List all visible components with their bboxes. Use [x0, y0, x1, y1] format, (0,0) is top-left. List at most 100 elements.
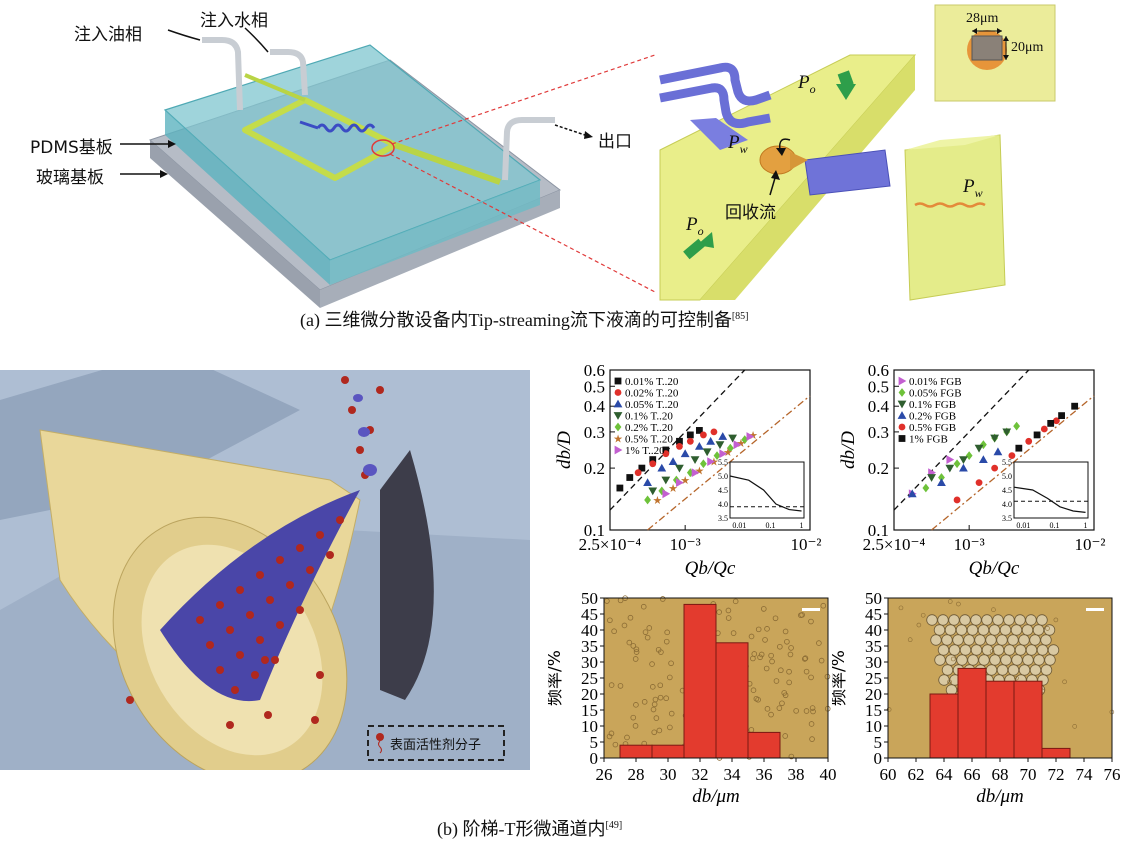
inset-x-label: 1	[1084, 521, 1088, 530]
droplet	[627, 614, 634, 621]
droplet	[612, 741, 619, 748]
droplet	[907, 637, 913, 643]
droplet	[753, 695, 760, 702]
x-tick-label: 62	[908, 765, 925, 784]
y-tick-label: 25	[581, 669, 598, 688]
droplet	[750, 655, 756, 662]
legend-marker	[614, 377, 622, 385]
data-point	[719, 449, 728, 459]
data-point	[690, 456, 700, 464]
data-point: ★	[736, 438, 746, 450]
y-tick-label: 50	[865, 590, 882, 608]
legend-label: 0.02% T..20	[625, 388, 679, 400]
droplet	[985, 664, 998, 676]
data-point	[638, 464, 646, 472]
reference-line-upper	[609, 369, 746, 511]
droplet	[810, 708, 816, 715]
data-point	[668, 457, 678, 466]
droplet	[1014, 614, 1026, 626]
pw-label-left: Pw	[728, 132, 748, 156]
data-point	[648, 487, 658, 496]
data-point	[644, 495, 651, 505]
droplet	[757, 654, 763, 661]
legend-label: 0.2% FGB	[909, 411, 956, 423]
droplet	[1014, 675, 1019, 681]
data-point	[953, 496, 961, 504]
x-axis-label: db/μm	[692, 786, 740, 807]
droplet	[1025, 644, 1038, 656]
data-point	[1008, 452, 1016, 460]
droplet	[978, 654, 990, 666]
x-axis-label: Qb/Qc	[969, 558, 1020, 579]
droplet	[608, 682, 615, 688]
droplet	[1040, 664, 1053, 676]
oil-inlet-tube	[202, 37, 243, 111]
droplet	[930, 634, 942, 646]
caption-b: (b) 阶梯-T形微通道内[49]	[437, 819, 623, 839]
x-tick-label: 32	[692, 765, 709, 784]
droplet	[667, 674, 673, 681]
x-tick-label: 74	[1076, 765, 1094, 784]
y-tick-label: 45	[865, 605, 882, 624]
x-tick-label: 10⁻³	[954, 535, 985, 554]
x-tick-label: 10⁻²	[1074, 535, 1105, 554]
droplet	[633, 702, 639, 708]
data-point	[616, 484, 624, 492]
x-tick-label: 28	[628, 765, 645, 784]
data-point	[1071, 402, 1079, 410]
droplet	[725, 615, 732, 621]
legend-label: 1% FGB	[909, 434, 948, 446]
po-label-bottom: Po	[686, 214, 704, 238]
y-axis-label: db/D	[554, 431, 575, 469]
x-tick-label: 10⁻³	[670, 535, 701, 554]
droplet	[772, 615, 779, 622]
inset-y-label: 5.5	[718, 458, 728, 467]
y-tick-label: 45	[581, 605, 598, 624]
droplet	[760, 606, 767, 612]
data-point	[1033, 431, 1041, 439]
inset-y-label: 4.0	[1002, 500, 1012, 509]
droplet	[617, 683, 624, 689]
droplet	[763, 665, 770, 672]
droplet	[1045, 626, 1050, 631]
legend-label: 0.01% FGB	[909, 376, 962, 388]
data-point: ★	[723, 447, 733, 459]
data-point	[741, 435, 749, 445]
droplet	[668, 660, 674, 667]
droplet	[632, 656, 639, 662]
y-tick-label: 25	[865, 669, 882, 688]
inset-x-label: 0.01	[1016, 521, 1030, 530]
droplet	[950, 656, 956, 662]
droplet	[1036, 614, 1048, 626]
legend-marker	[614, 389, 622, 396]
droplet	[944, 624, 957, 636]
data-point	[991, 464, 999, 472]
droplet	[808, 721, 815, 727]
width-label: 28μm	[966, 11, 999, 26]
droplet	[663, 695, 669, 702]
data-point	[657, 463, 667, 472]
y-tick-label: 0.5	[868, 377, 889, 396]
data-point	[715, 441, 725, 450]
droplet	[1018, 664, 1031, 676]
droplet	[650, 706, 657, 713]
legend-marker	[898, 388, 906, 397]
oil-inlet-label: 注入油相	[74, 25, 142, 45]
legend-marker	[614, 422, 622, 432]
droplet	[966, 624, 979, 636]
legend-label: 0.05% T..20	[625, 399, 679, 411]
droplet	[808, 674, 814, 681]
droplet	[784, 638, 790, 645]
water-inlet-label: 注入水相	[200, 11, 268, 31]
droplet	[633, 646, 640, 653]
inset-x-label: 1	[800, 521, 804, 530]
droplet	[933, 624, 946, 636]
inset-x-label: 0.1	[765, 521, 775, 530]
reference-line-lower	[931, 395, 1095, 531]
pw-label-right: Pw	[963, 176, 983, 200]
data-point	[649, 460, 657, 468]
droplet	[750, 687, 757, 693]
droplet	[655, 646, 662, 653]
x-tick-label: 40	[820, 765, 837, 784]
legend-marker	[613, 412, 623, 420]
